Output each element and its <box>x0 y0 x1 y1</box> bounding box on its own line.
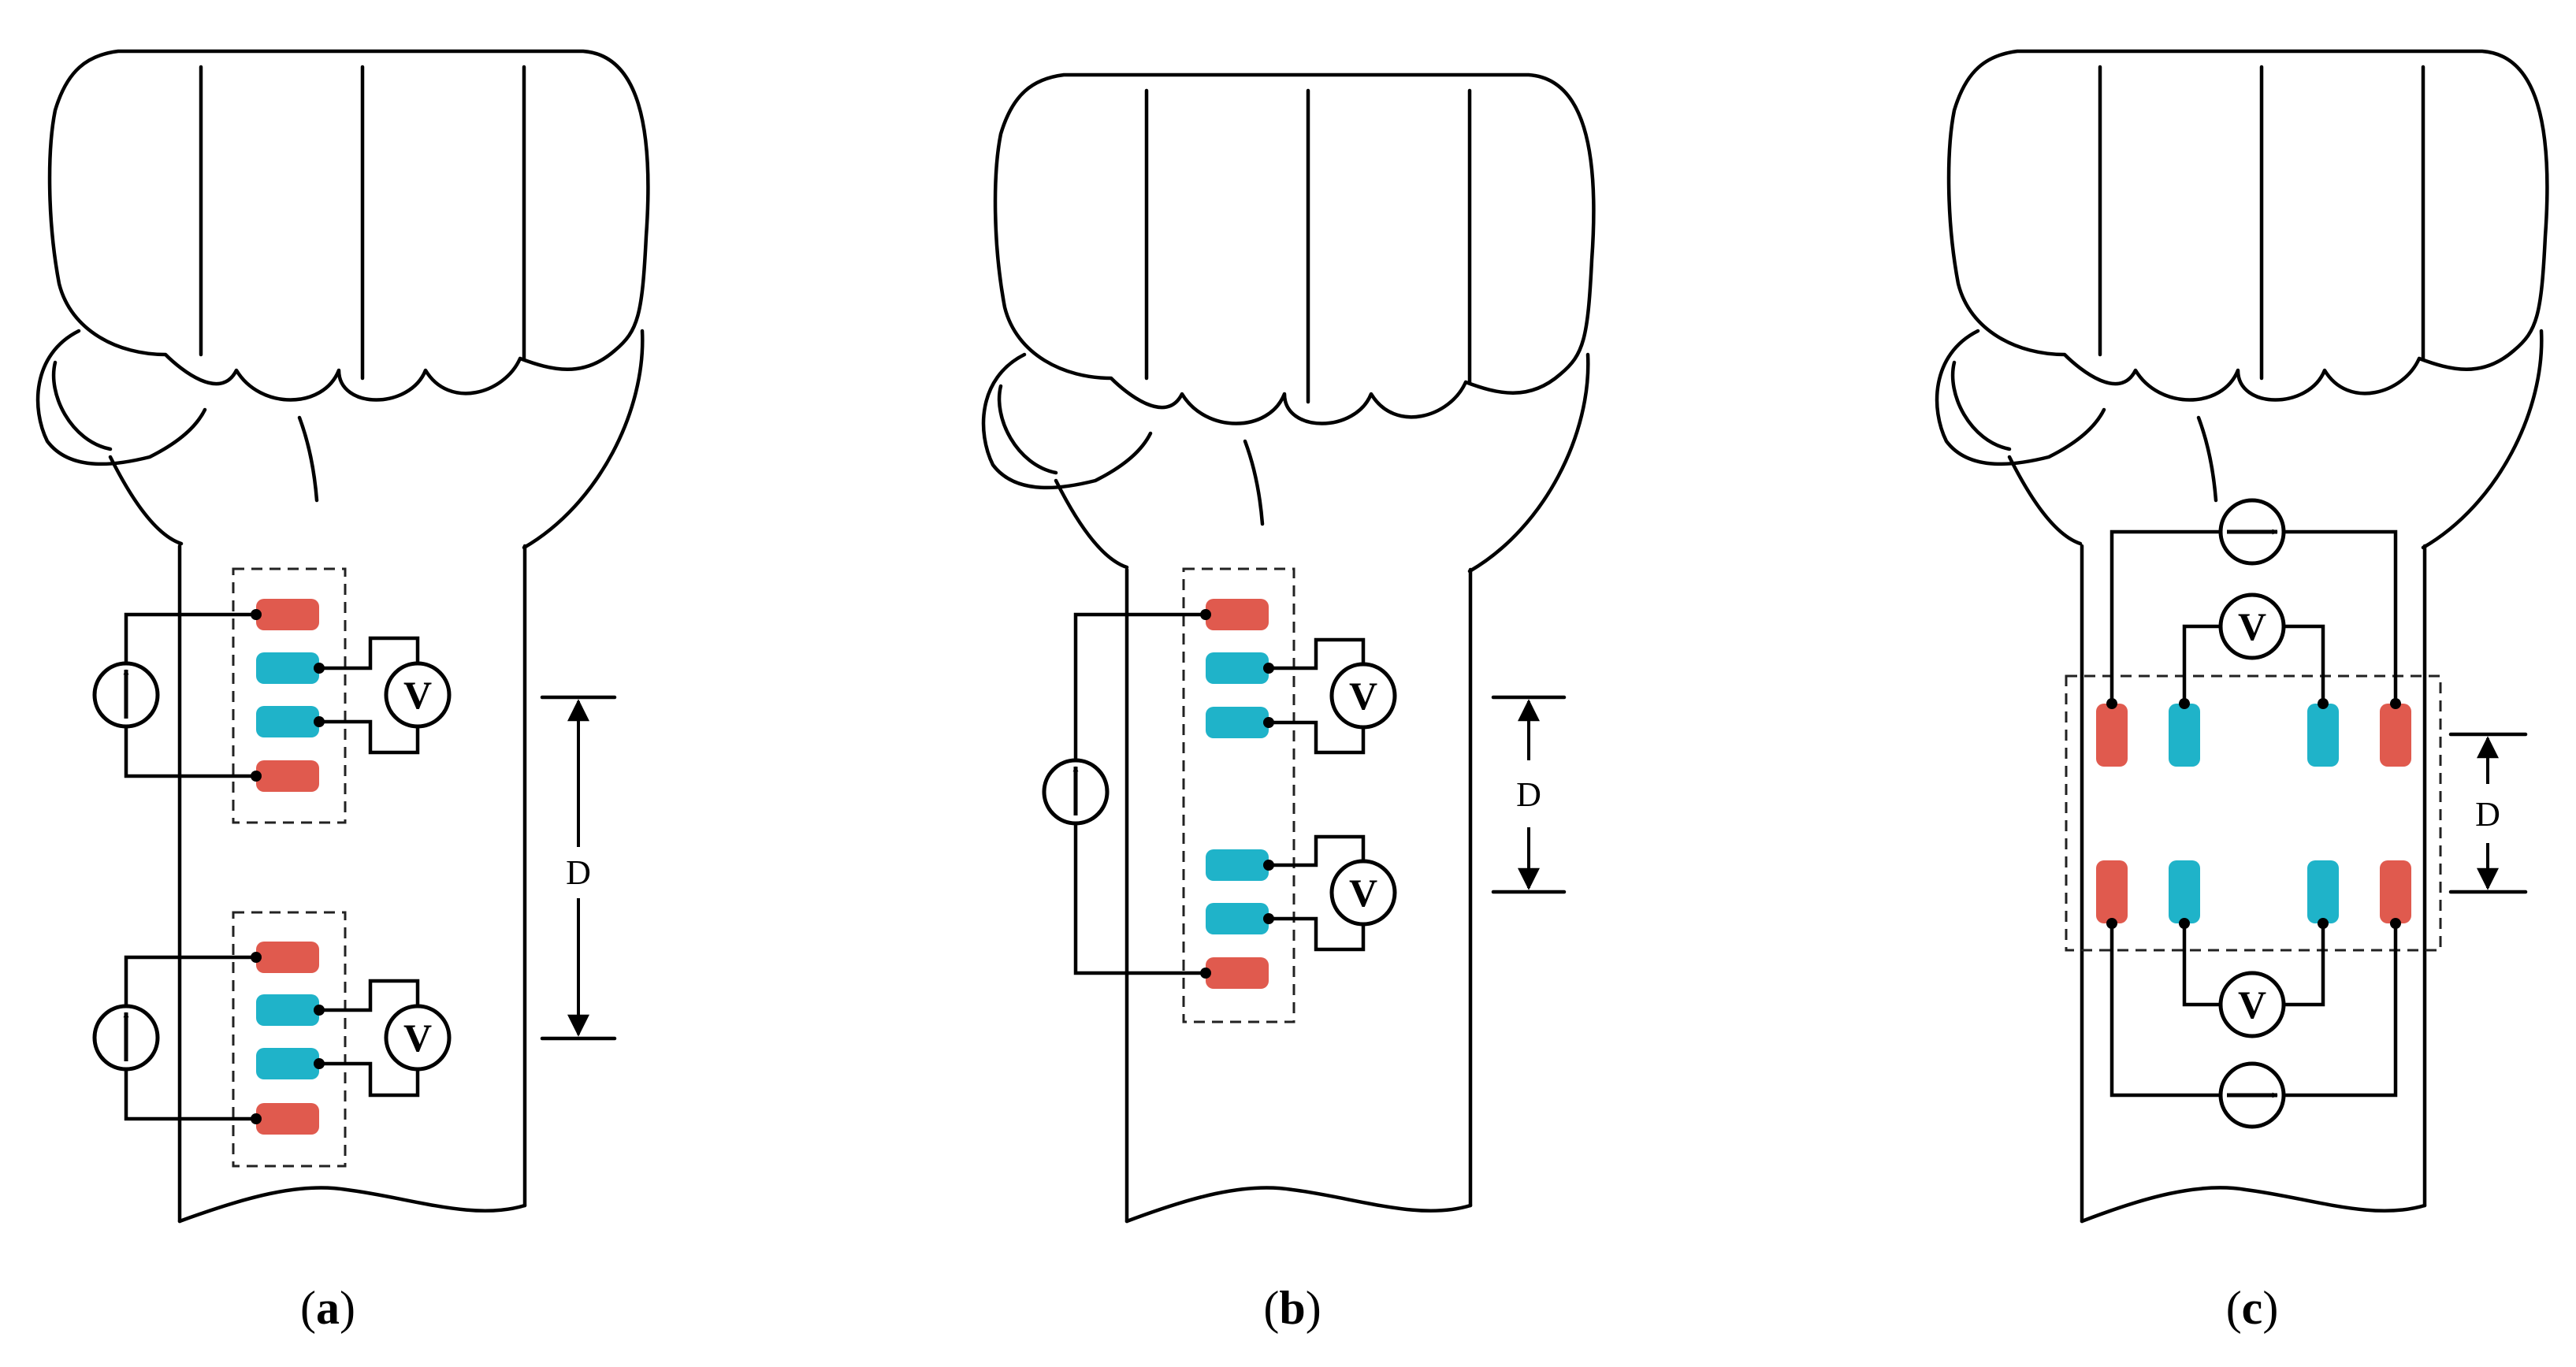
distance-arrow-icon <box>1491 695 1567 894</box>
current-electrode <box>1206 599 1269 630</box>
electrode-array-upper-a <box>256 599 319 792</box>
current-electrode <box>256 599 319 630</box>
hand-outline-a <box>35 49 650 550</box>
current-source-icon <box>1042 758 1110 826</box>
voltage-electrode <box>2307 860 2339 923</box>
current-source-icon <box>2218 498 2286 566</box>
distance-arrow-icon <box>2448 732 2528 894</box>
voltmeter-symbol: V <box>2238 604 2266 648</box>
voltmeter-symbol: V <box>403 673 432 717</box>
voltage-electrode <box>2307 704 2339 767</box>
voltage-electrode <box>256 994 319 1026</box>
current-electrode <box>256 760 319 792</box>
current-electrode <box>2380 860 2411 923</box>
voltage-electrode <box>1206 707 1269 738</box>
voltmeter-icon: V <box>2218 971 2286 1038</box>
voltmeter-symbol: V <box>403 1016 432 1060</box>
forearm-outline-a <box>177 544 527 1224</box>
panel-caption: (a) <box>300 1282 355 1334</box>
current-source-icon <box>2218 1061 2286 1129</box>
hand-outline-b <box>981 72 1596 574</box>
electrode-group-box <box>1182 567 1295 1023</box>
voltage-electrode <box>256 1048 319 1079</box>
voltage-electrode <box>256 706 319 737</box>
panel-caption: (c) <box>2226 1282 2279 1334</box>
forearm-outline-b <box>1124 567 1473 1224</box>
current-source-icon <box>92 1004 160 1072</box>
current-electrode <box>2096 704 2128 767</box>
electrode-group-box <box>232 567 347 824</box>
electrode-array-lower-a <box>256 942 319 1135</box>
hand-outline-c <box>1935 49 2549 550</box>
panel-c: V V D (c) <box>1935 49 2549 1334</box>
distance-label: D <box>566 853 591 892</box>
distance-label: D <box>1516 775 1541 814</box>
electrode-array-c <box>2096 704 2411 923</box>
panel-caption: (b) <box>1263 1282 1321 1334</box>
panel-b: V V D (b) <box>981 72 1596 1334</box>
electrode-array-b <box>1206 599 1269 989</box>
voltmeter-icon: V <box>1329 662 1397 730</box>
distance-arrow-icon <box>540 695 617 1041</box>
current-electrode <box>2096 860 2128 923</box>
current-electrode <box>2380 704 2411 767</box>
voltmeter-icon: V <box>384 661 452 729</box>
voltage-electrode <box>2169 704 2200 767</box>
voltmeter-icon: V <box>384 1004 452 1072</box>
distance-label: D <box>2475 795 2500 834</box>
electrode-group-box <box>232 911 347 1168</box>
voltage-electrode <box>1206 652 1269 684</box>
voltmeter-symbol: V <box>2238 983 2266 1027</box>
voltage-electrode <box>256 652 319 684</box>
current-electrode <box>1206 957 1269 989</box>
voltage-electrode <box>1206 849 1269 881</box>
voltmeter-symbol: V <box>1349 871 1377 915</box>
voltage-electrode <box>2169 860 2200 923</box>
current-electrode <box>256 942 319 973</box>
voltmeter-icon: V <box>2218 592 2286 660</box>
voltmeter-symbol: V <box>1349 674 1377 718</box>
panel-a: V V D (a) <box>35 49 650 1334</box>
current-source-icon <box>92 661 160 729</box>
voltmeter-icon: V <box>1329 859 1397 927</box>
voltage-electrode <box>1206 903 1269 934</box>
current-electrode <box>256 1103 319 1135</box>
electrode-group-box <box>2065 674 2442 952</box>
forearm-outline-c <box>2080 544 2427 1224</box>
